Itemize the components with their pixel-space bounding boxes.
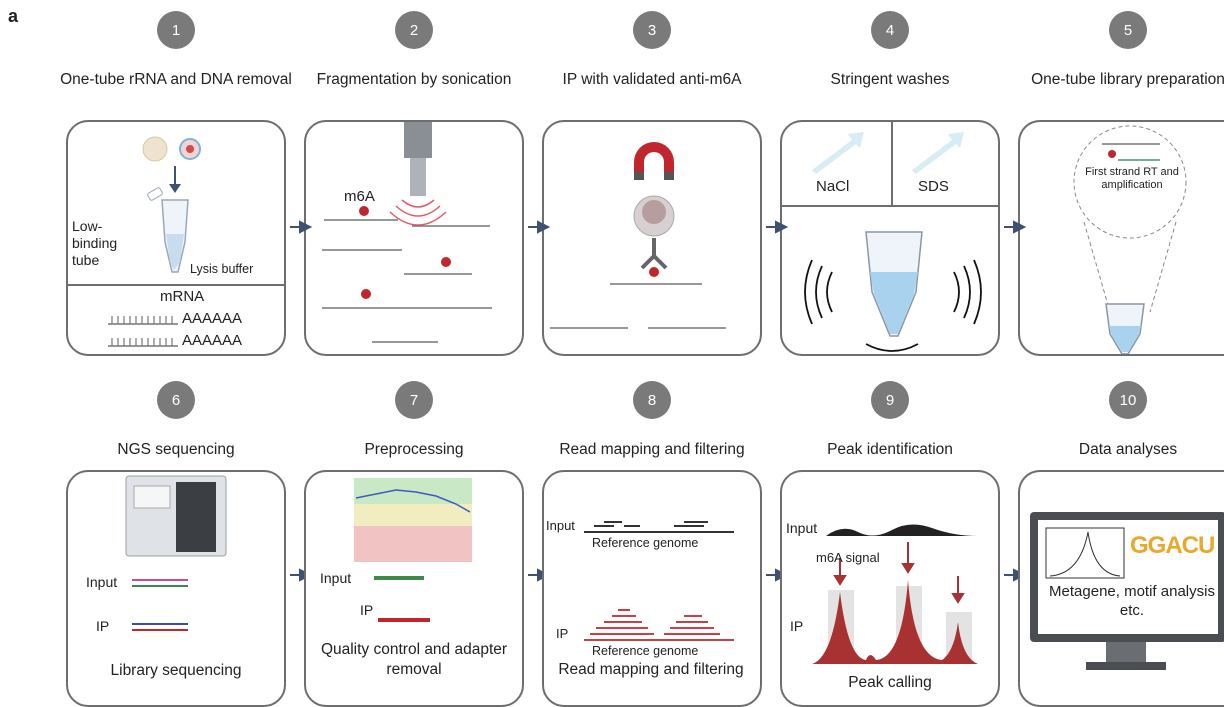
step-title: Preprocessing [364,441,464,458]
quality-plot-illustration [354,478,472,622]
step-box: m6A [304,120,524,356]
sequencer-illustration [125,475,227,631]
polya-label-1: AAAAAA [182,310,243,327]
tube-label: Low-binding tube [72,218,118,268]
step-title: IP with validated anti-m6A [562,71,742,88]
input-label: Input [320,570,352,586]
step-number: 8 [633,381,671,419]
caption: Read mapping and filtering [558,661,744,678]
m6a-label: m6A [344,188,375,205]
step-box: Low-binding tube Lysis buffer mRNA AAAAA… [66,120,286,356]
input-label: Input [786,520,818,536]
step-box: NaCl SDS [780,120,1000,356]
rt-label: First strand RT and amplification [1085,166,1179,191]
step-title: Peak identification [827,441,953,458]
input-label: Input [546,518,575,533]
sonication-illustration [322,122,492,343]
step-title: One-tube rRNA and DNA removal [60,71,292,88]
caption: Peak calling [848,674,932,691]
washes-illustration [782,122,998,352]
step-title: Fragmentation by sonication [316,71,512,88]
step-box: Input IP Quality control and adapter rem… [304,470,524,707]
motif-logo: GGACU [1130,532,1215,560]
rrna-removal-illustration [68,136,284,347]
read-mapping-illustration [584,521,734,641]
step-number: 10 [1109,381,1147,419]
ip-label: IP [360,602,374,618]
step-number: 6 [157,381,195,419]
step-title: NGS sequencing [117,441,235,458]
step-number: 1 [157,11,195,49]
step-box: GGACU Metagene, motif analysis etc. [1018,470,1224,707]
sds-label: SDS [918,178,949,195]
mrna-label: mRNA [160,288,205,305]
step-box: Input IP Library sequencing [66,470,286,707]
library-prep-illustration [1073,125,1187,354]
step-title: Data analyses [1078,441,1178,458]
nacl-label: NaCl [816,178,850,195]
step-number: 7 [395,381,433,419]
step-number: 4 [871,11,909,49]
immunoprecipitation-illustration [550,142,726,329]
caption: Quality control and adapter removal [320,641,508,678]
input-label: Input [86,574,118,590]
step-box: Input m6A signal IP Peak calling [780,470,1000,707]
peak-calling-illustration [812,524,978,664]
reference-genome-label: Reference genome [592,536,699,550]
step-number: 5 [1109,11,1147,49]
monitor-illustration [1030,512,1224,670]
motif-letters: GGACU [1130,532,1215,559]
panel-letter: a [8,6,19,26]
lysis-buffer-label: Lysis buffer [190,262,254,276]
ip-label: IP [96,618,110,634]
ip-label: IP [556,626,569,641]
polya-label-2: AAAAAA [182,332,243,349]
m6a-signal-label: m6A signal [816,550,880,565]
step-number: 2 [395,11,433,49]
reference-genome-label: Reference genome [592,644,699,658]
caption: Library sequencing [110,662,242,679]
step-number: 9 [871,381,909,419]
step-box: First strand RT and amplification [1018,120,1224,356]
ip-label: IP [790,618,804,634]
step-box: Input Reference genome IP Reference geno… [542,470,762,707]
step-box [542,120,762,356]
step-title: Read mapping and filtering [559,441,745,458]
step-title: Stringent washes [830,71,950,88]
step-number: 3 [633,11,671,49]
step-title: One-tube library preparation [1031,71,1224,88]
caption: Metagene, motif analysis etc. [1049,583,1215,619]
